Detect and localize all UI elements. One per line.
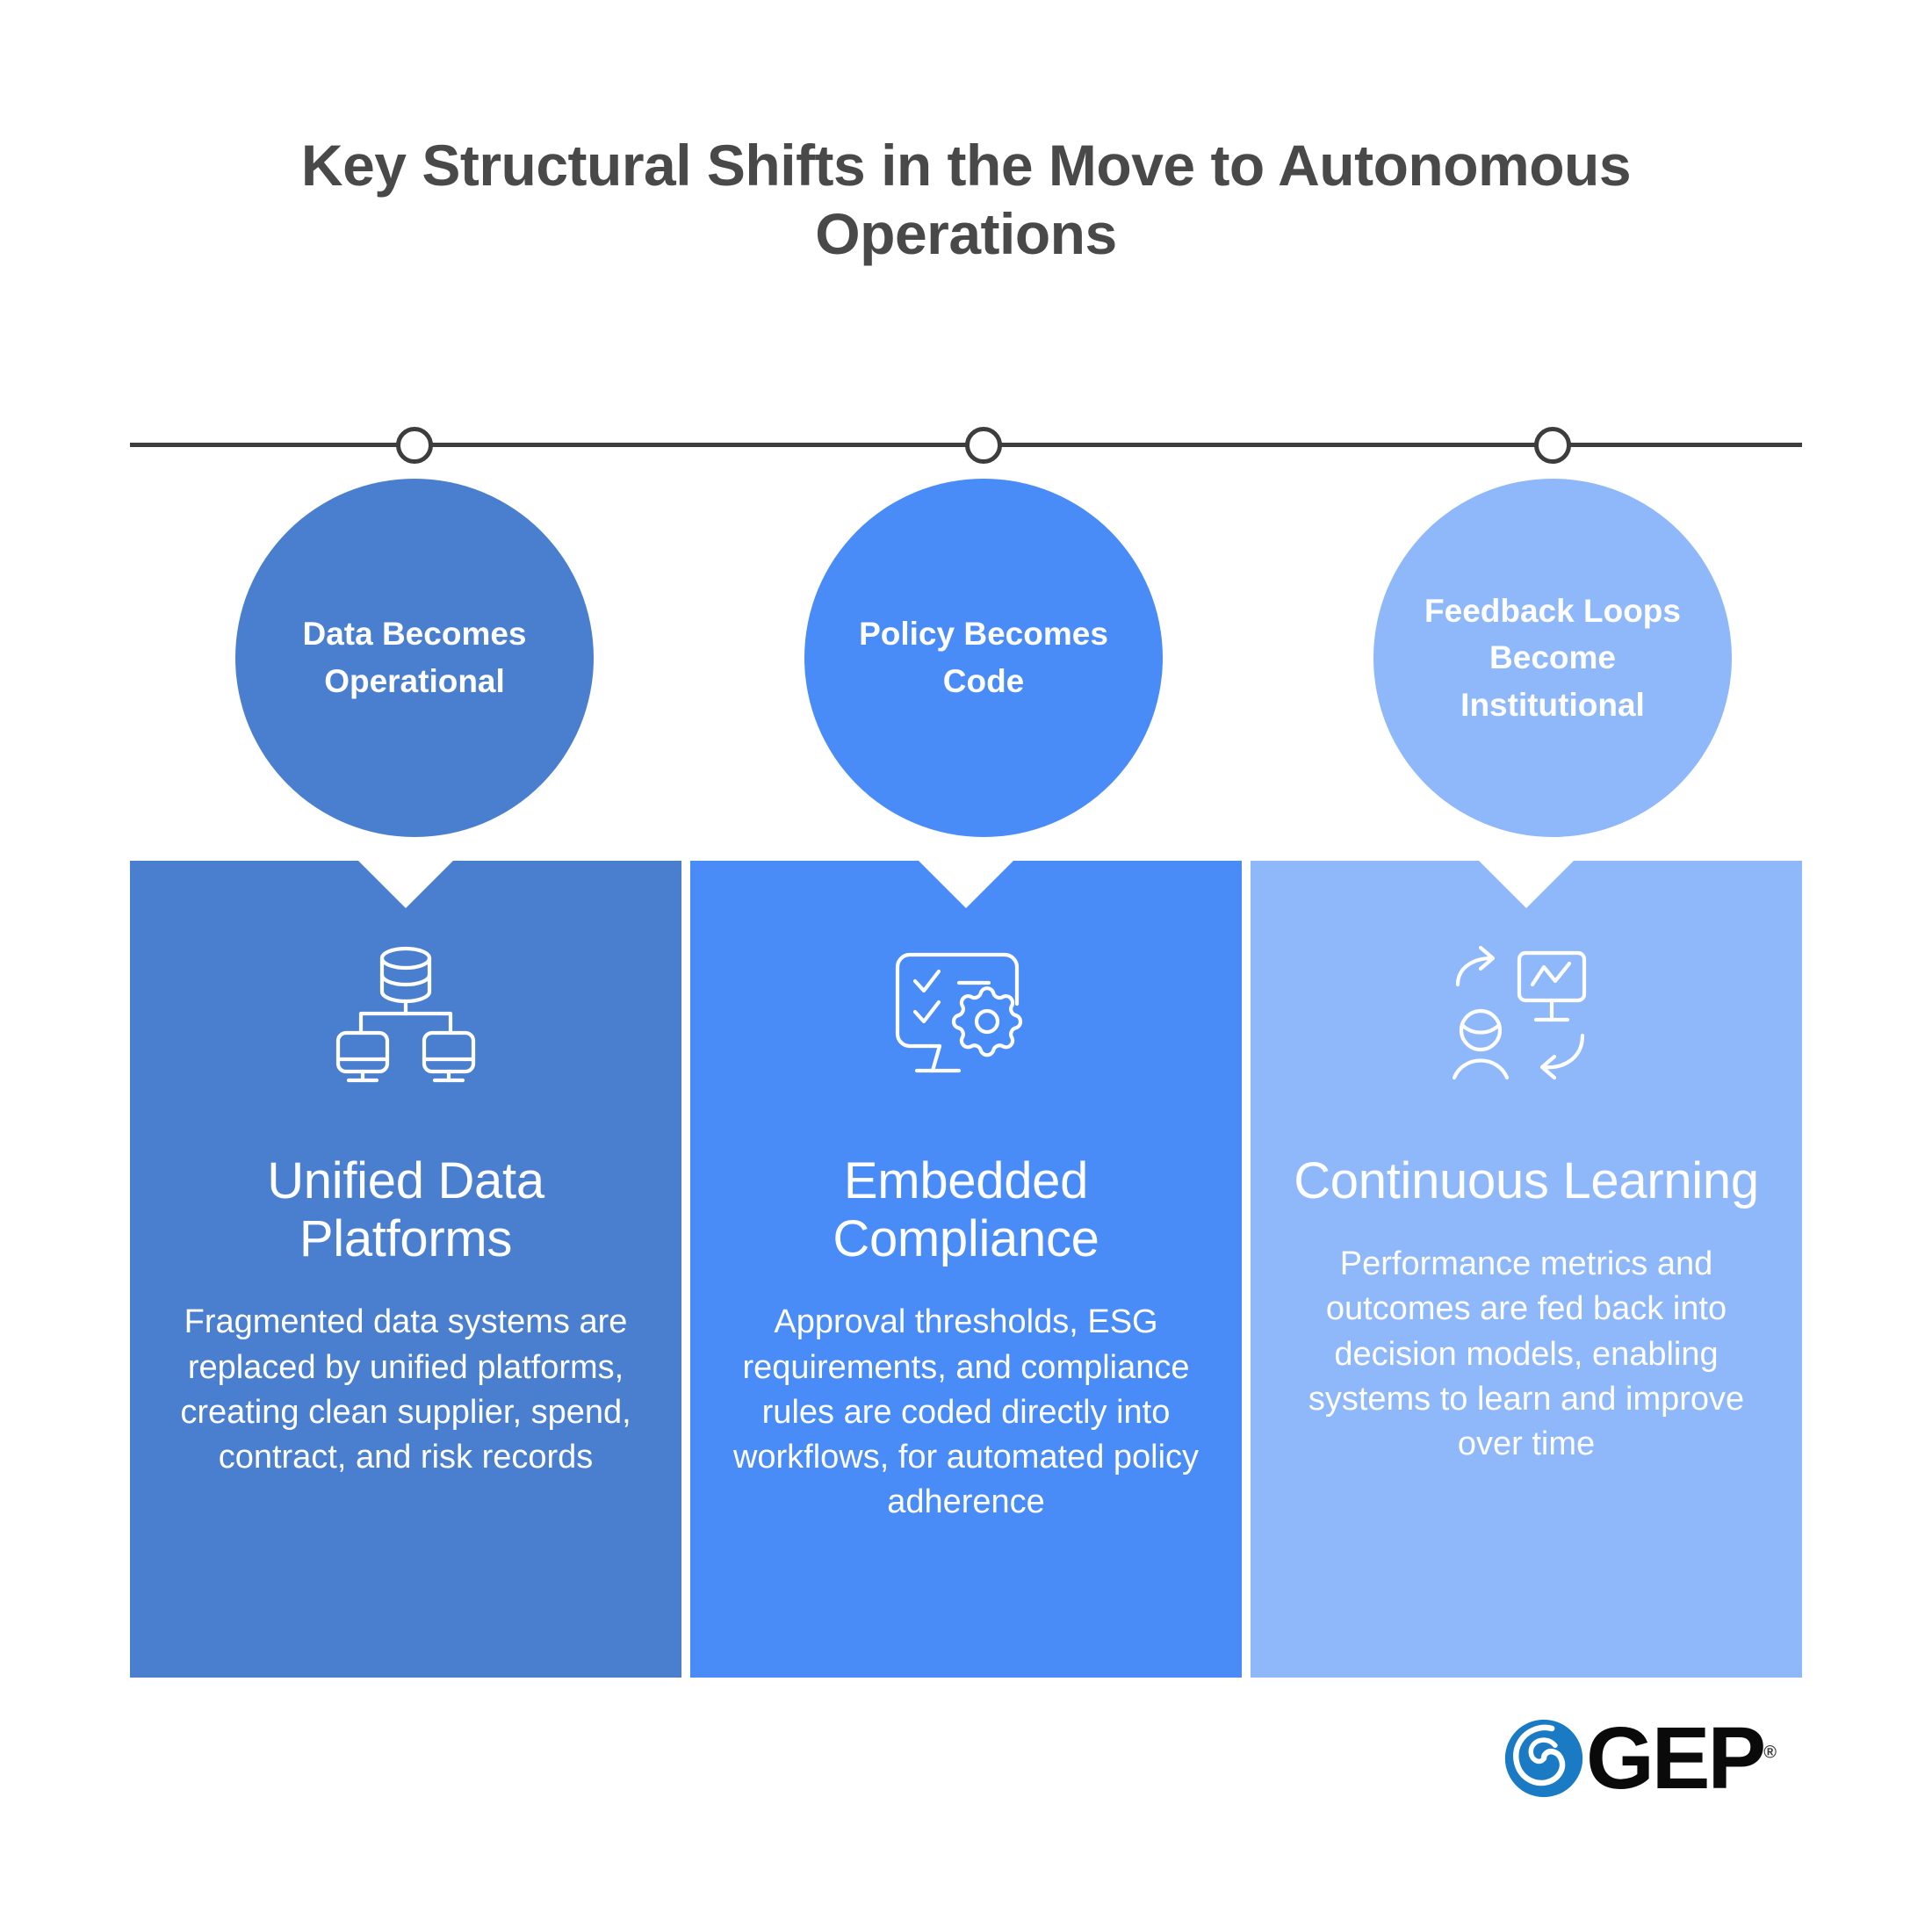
phase-circle-feedback-loops-become-institutional: Feedback Loops Become Institutional — [1373, 479, 1732, 837]
panel-row: Unified Data Platforms Fragmented data s… — [130, 861, 1802, 1678]
panel-notch — [358, 861, 453, 908]
panel-heading: Unified Data Platforms — [267, 1152, 544, 1268]
gep-logo: GEP® — [1503, 1714, 1777, 1802]
panel-embedded-compliance: Embedded Compliance Approval thresholds,… — [690, 861, 1242, 1678]
person-chart-feedback-icon — [1280, 940, 1772, 1089]
panel-notch — [1479, 861, 1574, 908]
phase-circle-label: Policy Becomes Code — [859, 616, 1108, 699]
panel-notch — [919, 861, 1013, 908]
timeline-marker-3 — [1534, 427, 1571, 464]
phase-circle-label: Data Becomes Operational — [302, 616, 527, 699]
page-title: Key Structural Shifts in the Move to Aut… — [300, 133, 1632, 266]
panel-unified-data-platforms: Unified Data Platforms Fragmented data s… — [130, 861, 681, 1678]
database-monitors-icon — [160, 940, 652, 1089]
phase-circle-label: Feedback Loops Become Institutional — [1424, 592, 1681, 723]
gep-swirl-icon — [1504, 1719, 1583, 1798]
gep-wordmark: GEP® — [1586, 1714, 1777, 1802]
panel-continuous-learning: Continuous Learning Performance metrics … — [1251, 861, 1802, 1678]
gep-wordmark-text: GEP — [1586, 1709, 1766, 1808]
phase-circle-data-becomes-operational: Data Becomes Operational — [235, 479, 594, 837]
panel-body: Fragmented data systems are replaced by … — [180, 1303, 631, 1476]
timeline-marker-1 — [396, 427, 433, 464]
phase-circle-policy-becomes-code: Policy Becomes Code — [804, 479, 1163, 837]
panel-heading: Embedded Compliance — [833, 1152, 1099, 1268]
panel-body: Approval thresholds, ESG requirements, a… — [732, 1303, 1200, 1521]
registered-trademark-icon: ® — [1763, 1743, 1777, 1763]
timeline-marker-2 — [965, 427, 1002, 464]
panel-body: Performance metrics and outcomes are fed… — [1308, 1245, 1745, 1463]
panel-heading: Continuous Learning — [1294, 1152, 1759, 1209]
checklist-gear-icon — [720, 940, 1212, 1089]
